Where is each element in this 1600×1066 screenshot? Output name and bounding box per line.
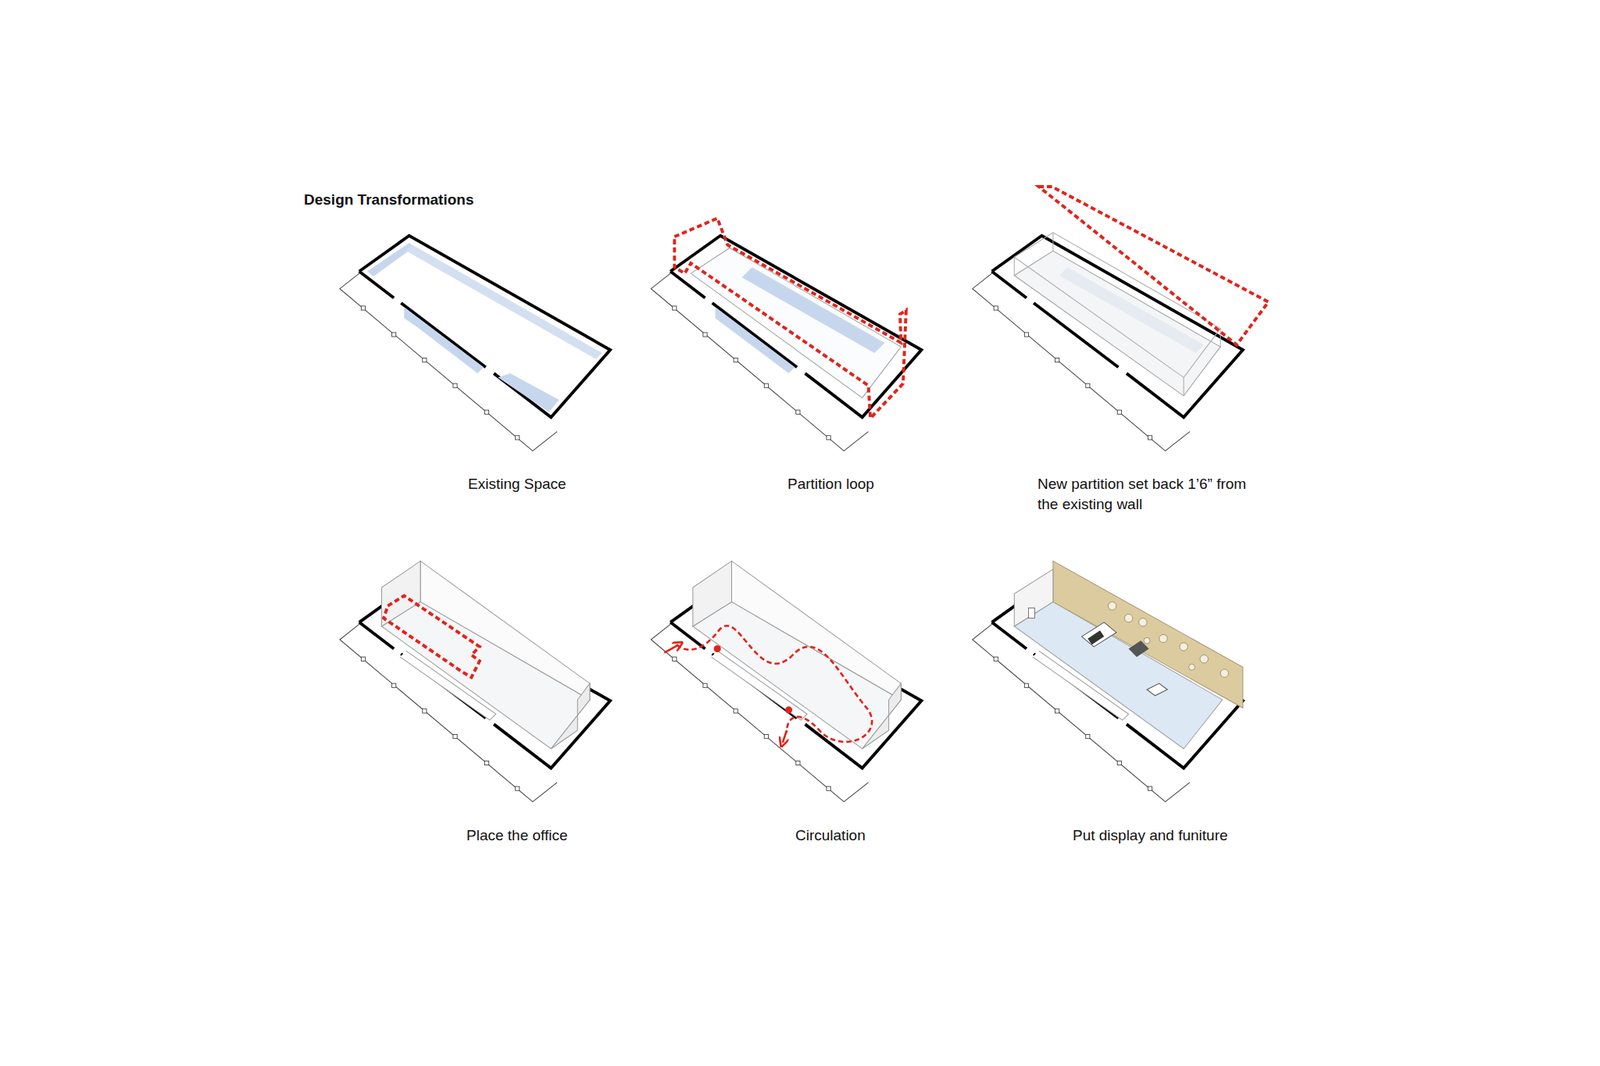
panel-existing (339, 235, 611, 452)
partition (692, 560, 901, 749)
diagram-title: Design Transformations (303, 189, 475, 211)
partition-outline (690, 247, 901, 398)
entry-arrow (664, 645, 679, 654)
partition-loop-outline (674, 218, 906, 419)
light-patch (742, 267, 886, 354)
display-item (1220, 669, 1229, 678)
low-counter (1032, 650, 1129, 721)
bench (1146, 683, 1168, 697)
step-caption: Circulation (795, 825, 866, 847)
circulation-path (676, 625, 872, 743)
setback-wall-outline (1039, 186, 1269, 345)
panel-circulation (650, 560, 922, 802)
light-patch (497, 373, 559, 413)
room-base (650, 235, 922, 452)
display-item (1200, 655, 1208, 664)
display-item (1124, 614, 1133, 622)
room-base (339, 235, 611, 452)
step-caption: Partition loop (787, 474, 875, 495)
office-door (1028, 608, 1036, 619)
display-item (1143, 637, 1150, 644)
display-object (1087, 630, 1104, 645)
display-item (1139, 618, 1147, 627)
light-patch (403, 307, 484, 374)
partition (381, 560, 590, 749)
step-caption: Existing Space (467, 474, 567, 495)
display-item (1159, 634, 1168, 643)
panel-partition-loop (650, 218, 922, 452)
display-item (1107, 602, 1116, 611)
display-table (1081, 622, 1116, 647)
light-patch (367, 242, 415, 277)
panel-office (339, 560, 611, 802)
partition-top (1014, 232, 1221, 378)
chair (1128, 640, 1150, 658)
office-outline (383, 596, 480, 678)
step-caption: Place the office (466, 825, 568, 847)
light-patch (406, 245, 603, 360)
panel-furniture (972, 560, 1243, 802)
partition-edge (1014, 232, 1221, 397)
step-caption: Put display and funiture (1072, 825, 1229, 847)
entry-dot (714, 645, 722, 653)
exit-arrow (782, 730, 787, 743)
display-item (1179, 642, 1188, 651)
exit-dot (785, 707, 793, 715)
office-wall (1014, 569, 1054, 627)
display-items (1107, 602, 1229, 679)
floor-shade (1059, 267, 1204, 354)
step-caption: New partition set back 1’6” from the exi… (1037, 474, 1255, 515)
display-item (1189, 664, 1196, 671)
panel-new-partition (972, 186, 1269, 451)
partition-floor (1014, 250, 1221, 396)
